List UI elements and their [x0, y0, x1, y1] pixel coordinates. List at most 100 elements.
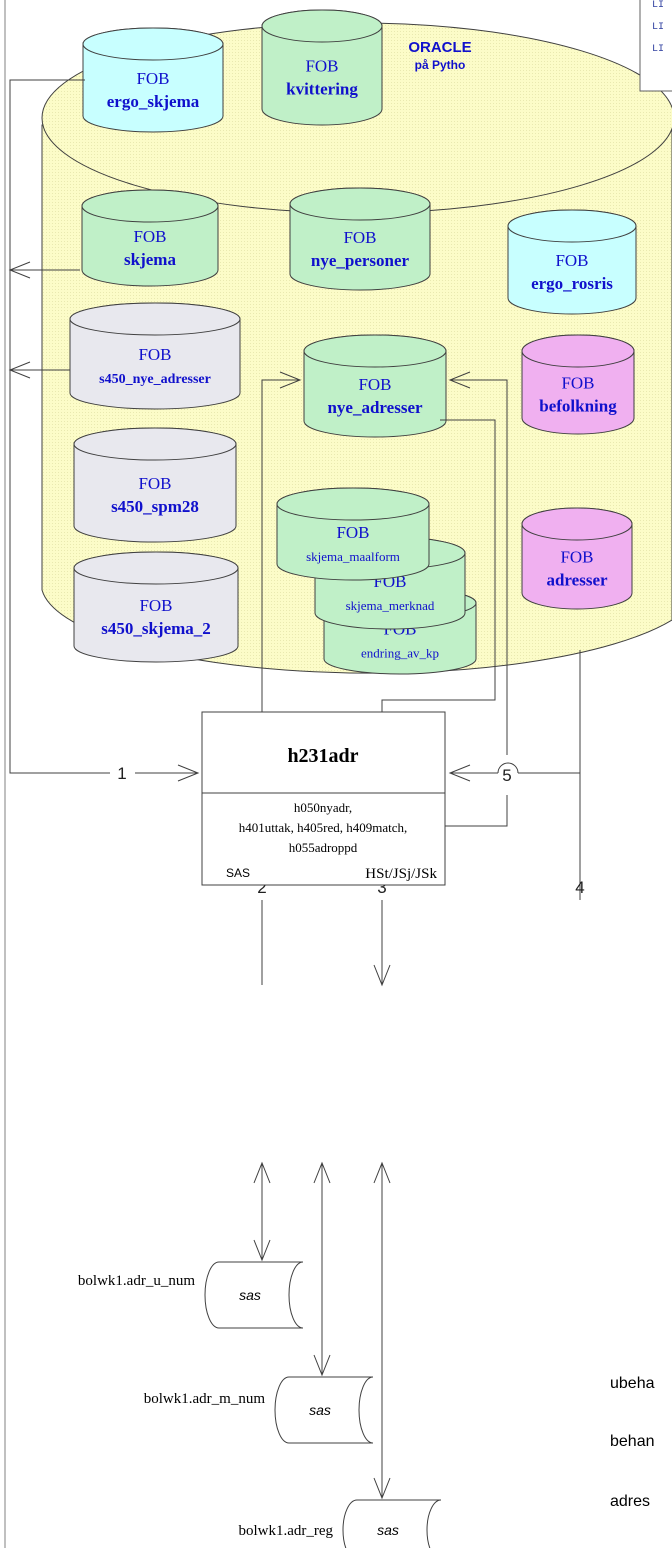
right-note-1: ubeha [610, 1375, 655, 1392]
table-prefix: FOB [561, 374, 594, 393]
flow-label-3: 3 [377, 878, 386, 897]
table-name: skjema [124, 250, 176, 269]
right-note-2: behan [610, 1433, 655, 1450]
table-prefix: FOB [555, 251, 588, 270]
cylinder-top [73, 427, 237, 461]
table-skjema: FOB skjema [81, 189, 219, 287]
arrowhead-sas1-up [253, 1161, 271, 1184]
arrowhead-sas2-up [313, 1161, 331, 1184]
arrowhead-4 [448, 764, 471, 782]
table-name: skjema_maalform [306, 549, 400, 564]
flow-line-5 [445, 795, 508, 827]
table-ergo-skjema: FOB ergo_skjema [82, 27, 224, 133]
sas-file-label: bolwk1.adr_u_num [78, 1273, 195, 1289]
table-name: s450_spm28 [111, 497, 199, 516]
sas-file-2: sas bolwk1.adr_m_num [144, 1376, 374, 1444]
table-name: befolkning [539, 397, 617, 416]
table-nye-adresser: FOB nye_adresser [303, 334, 447, 438]
legend-line-1: LI [652, 0, 664, 11]
right-note-3: adres [610, 1493, 650, 1510]
arrowhead-sas3-down [373, 1477, 391, 1500]
process-program-line-1: h050nyadr, [294, 800, 352, 815]
cylinder-top [81, 189, 219, 223]
flow-line-4-lower [518, 772, 581, 900]
oracle-title: ORACLE [408, 39, 471, 56]
table-prefix: FOB [138, 474, 171, 493]
table-prefix: FOB [358, 375, 391, 394]
oracle-subtitle: på Pytho [415, 58, 466, 72]
table-prefix: FOB [138, 345, 171, 364]
process-program-line-2: h401uttak, h405red, h409match, [239, 820, 408, 835]
cylinder-top [69, 302, 241, 336]
cylinder-top [261, 9, 383, 43]
table-adresser: FOB adresser [521, 507, 633, 610]
flow-line-4-hop [497, 762, 519, 774]
table-befolkning: FOB befolkning [521, 334, 635, 435]
legend-line-2: LI [652, 22, 664, 33]
process-program-line-3: h055adroppd [289, 840, 358, 855]
table-prefix: FOB [305, 57, 338, 76]
legend-box: LI LI LI [639, 0, 672, 92]
table-name: skjema_merknad [346, 598, 435, 613]
cylinder-top [521, 507, 633, 541]
table-prefix: FOB [136, 69, 169, 88]
process-title: h231adr [287, 745, 358, 767]
arrowhead-sas3-up [373, 1161, 391, 1184]
table-name: ergo_rosris [531, 274, 613, 293]
flow-label-2: 2 [257, 878, 266, 897]
sas-file-type: sas [377, 1522, 399, 1538]
sas-file-shape [204, 1261, 304, 1329]
table-nye-personer: FOB nye_personer [289, 187, 431, 291]
flow-label-4: 4 [575, 878, 584, 897]
sas-file-3: sas bolwk1.adr_reg [238, 1499, 442, 1548]
cylinder-top [82, 27, 224, 61]
table-s450-spm28: FOB s450_spm28 [73, 427, 237, 543]
table-kvittering: FOB kvittering [261, 9, 383, 126]
arrowhead-5 [448, 371, 471, 389]
table-name: s450_nye_adresser [99, 372, 211, 387]
table-prefix: FOB [336, 523, 369, 542]
cylinder-top [521, 334, 635, 368]
cylinder-top [507, 209, 637, 243]
legend-line-3: LI [652, 44, 664, 55]
table-name: nye_personer [311, 251, 410, 270]
sas-file-type: sas [309, 1402, 331, 1418]
table-name: s450_skjema_2 [101, 619, 211, 638]
sas-file-shape [342, 1499, 442, 1548]
table-ergo-rosris: FOB ergo_rosris [507, 209, 637, 315]
arrowhead-sas2-down [313, 1354, 331, 1377]
table-name: ergo_skjema [107, 92, 200, 111]
flow-label-5: 5 [502, 766, 511, 785]
flow-line-5-upper [450, 379, 508, 755]
table-prefix: FOB [560, 548, 593, 567]
process-footer-sas: SAS [226, 866, 250, 880]
arrowhead-1 [177, 764, 200, 782]
arrowhead-s450 [8, 361, 31, 379]
sas-file-label: bolwk1.adr_reg [238, 1523, 333, 1539]
sas-file-shape [274, 1376, 374, 1444]
arrowheads [8, 261, 471, 1500]
arrowhead-sas1-down [253, 1239, 271, 1262]
cylinder-top [276, 487, 430, 521]
arrowhead-skjema [8, 261, 31, 279]
table-prefix: FOB [133, 227, 166, 246]
table-name: adresser [546, 571, 608, 590]
sas-file-label: bolwk1.adr_m_num [144, 1391, 266, 1407]
table-name: nye_adresser [327, 398, 423, 417]
arrowhead-3 [373, 964, 391, 987]
cylinder-top [289, 187, 431, 221]
table-s450-nye-adresser: FOB s450_nye_adresser [69, 302, 241, 410]
cylinder-top [303, 334, 447, 368]
process-footer-authors: HSt/JSj/JSk [365, 866, 437, 882]
process-box-h231adr: h231adr h050nyadr, h401uttak, h405red, h… [201, 711, 446, 886]
flow-label-1: 1 [117, 764, 126, 783]
table-name: kvittering [286, 80, 358, 99]
table-skjema-maalform: FOB skjema_maalform [276, 487, 430, 581]
arrowhead-2 [279, 371, 302, 389]
table-prefix: FOB [343, 228, 376, 247]
table-prefix: FOB [139, 596, 172, 615]
table-s450-skjema-2: FOB s450_skjema_2 [73, 551, 239, 663]
